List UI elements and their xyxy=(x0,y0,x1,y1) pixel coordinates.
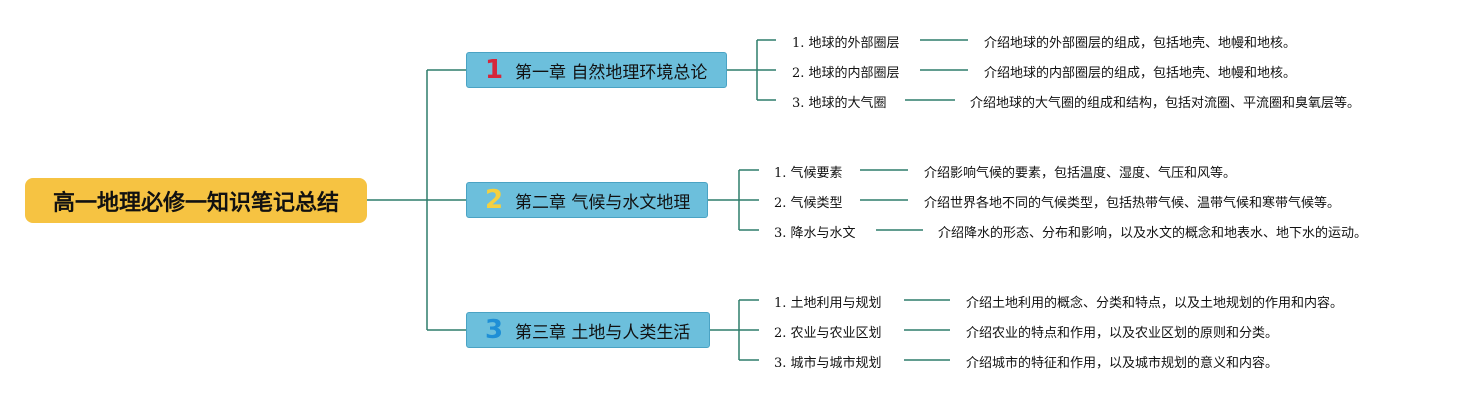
topic-1-3[interactable]: 3. 地球的大气圈 xyxy=(792,96,887,111)
topic-desc-2-3: 介绍降水的形态、分布和影响，以及水文的概念和地表水、地下水的运动。 xyxy=(938,226,1368,241)
chapter-title-3: 第三章 土地与人类生活 xyxy=(515,322,691,343)
topic-3-3[interactable]: 3. 城市与城市规划 xyxy=(774,356,882,371)
chapter-node-3[interactable]: 3 第三章 土地与人类生活 xyxy=(466,312,710,348)
topic-1-1[interactable]: 1. 地球的外部圈层 xyxy=(792,36,900,51)
chapter-node-2[interactable]: 2 第二章 气候与水文地理 xyxy=(466,182,708,218)
chapter-title-1: 第一章 自然地理环境总论 xyxy=(515,62,708,83)
topic-desc-3-1: 介绍土地利用的概念、分类和特点，以及土地规划的作用和内容。 xyxy=(966,296,1344,311)
topic-desc-1-3: 介绍地球的大气圈的组成和结构，包括对流圈、平流圈和臭氧层等。 xyxy=(970,96,1361,111)
chapter-node-1[interactable]: 1 第一章 自然地理环境总论 xyxy=(466,52,727,88)
root-title: 高一地理必修一知识笔记总结 xyxy=(52,190,339,216)
chapter-number-3: 3 xyxy=(485,315,504,345)
topic-desc-3-2: 介绍农业的特点和作用，以及农业区划的原则和分类。 xyxy=(966,326,1279,341)
root-node[interactable]: 高一地理必修一知识笔记总结 xyxy=(25,178,367,223)
chapter-number-1: 1 xyxy=(485,55,504,85)
topic-2-2[interactable]: 2. 气候类型 xyxy=(774,196,843,211)
topic-desc-1-2: 介绍地球的内部圈层的组成，包括地壳、地幔和地核。 xyxy=(984,66,1297,81)
topic-desc-3-3: 介绍城市的特征和作用，以及城市规划的意义和内容。 xyxy=(966,356,1279,371)
topic-desc-2-1: 介绍影响气候的要素，包括温度、湿度、气压和风等。 xyxy=(924,166,1237,181)
topic-2-1[interactable]: 1. 气候要素 xyxy=(774,166,843,181)
topic-1-2[interactable]: 2. 地球的内部圈层 xyxy=(792,66,900,81)
topic-3-2[interactable]: 2. 农业与农业区划 xyxy=(774,326,882,341)
topic-desc-2-2: 介绍世界各地不同的气候类型，包括热带气候、温带气候和寒带气候等。 xyxy=(924,196,1341,211)
chapter-title-2: 第二章 气候与水文地理 xyxy=(515,192,691,213)
topic-3-1[interactable]: 1. 土地利用与规划 xyxy=(774,296,882,311)
topic-desc-1-1: 介绍地球的外部圈层的组成，包括地壳、地幔和地核。 xyxy=(984,36,1297,51)
topic-2-3[interactable]: 3. 降水与水文 xyxy=(774,226,856,241)
chapter-number-2: 2 xyxy=(485,185,504,215)
